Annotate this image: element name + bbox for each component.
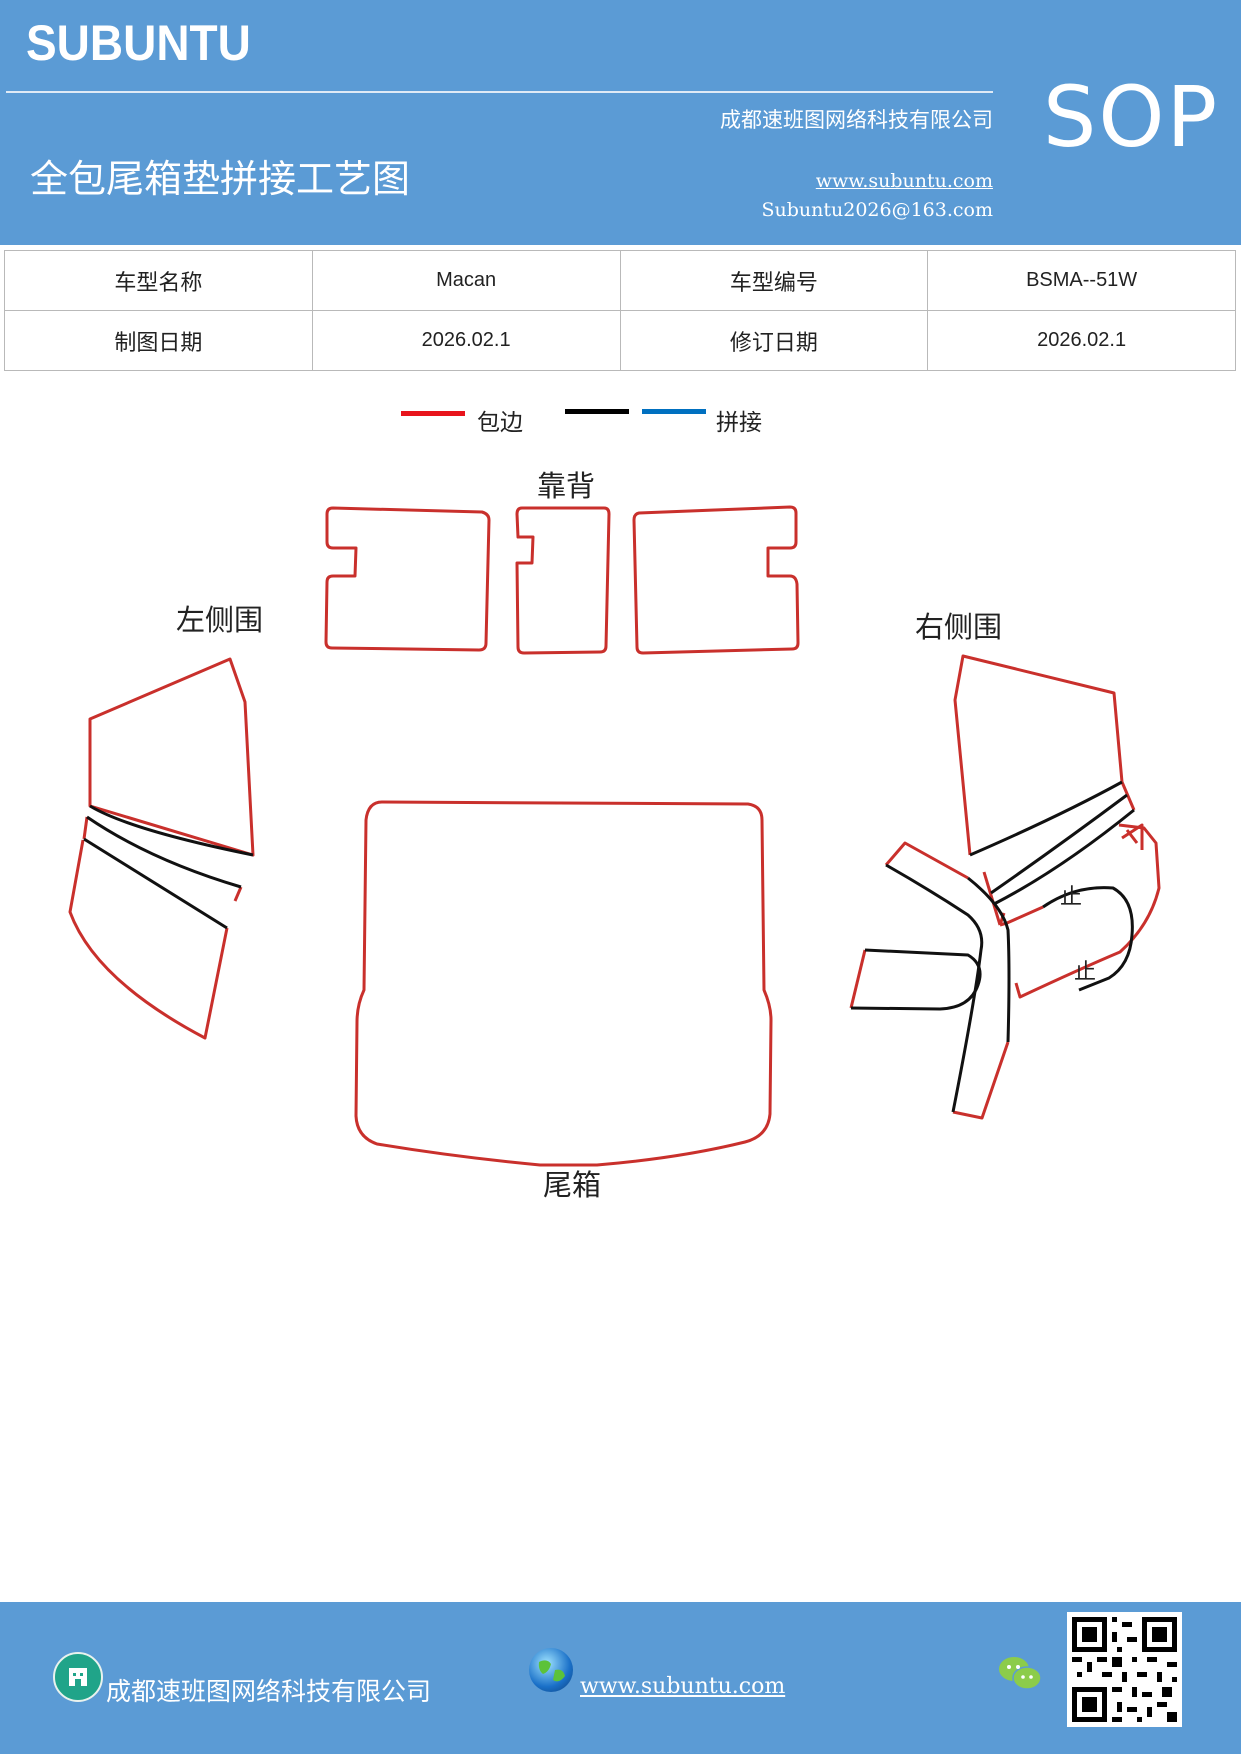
legend-swatch-blue xyxy=(642,409,706,414)
footer-company-name: 成都速班图网络科技有限公司 xyxy=(106,1677,432,1706)
legend-label-edge: 包边 xyxy=(477,410,523,436)
label-stop-1: 止 xyxy=(1060,885,1082,910)
trunk-floor-panel xyxy=(354,800,773,1167)
label-backrest: 靠背 xyxy=(537,469,595,503)
document-title: 全包尾箱垫拼接工艺图 xyxy=(30,157,411,201)
model-name-value: Macan xyxy=(311,250,621,311)
email-address: Subuntu2026@163.com xyxy=(761,199,993,221)
building-icon xyxy=(53,1652,103,1702)
right-side-corner-panel xyxy=(1014,823,1161,999)
label-left-side: 左侧围 xyxy=(176,603,263,637)
vehicle-info-table: 车型名称 Macan 车型编号 BSMA--51W 制图日期 2026.02.1… xyxy=(4,250,1236,371)
right-side-upper-panel xyxy=(953,654,1124,856)
backrest-middle-panel xyxy=(515,506,611,655)
legend-swatch-black xyxy=(565,409,629,414)
label-trunk: 尾箱 xyxy=(543,1168,601,1202)
left-side-lower-panel xyxy=(68,839,229,1040)
draw-date-label: 制图日期 xyxy=(4,310,313,371)
globe-icon xyxy=(529,1648,573,1692)
revise-date-label: 修订日期 xyxy=(619,310,929,371)
left-side-upper-panel xyxy=(88,657,255,857)
header-divider xyxy=(6,91,993,93)
label-stop-2: 止 xyxy=(1074,960,1096,985)
company-name: 成都速班图网络科技有限公司 xyxy=(720,108,993,132)
page-footer: 成都速班图网络科技有限公司 www.subuntu.com xyxy=(0,1602,1241,1754)
backrest-left-panel xyxy=(324,506,491,652)
table-row: 车型名称 Macan 车型编号 BSMA--51W xyxy=(4,250,1236,311)
page-header: SUBUNTU 成都速班图网络科技有限公司 全包尾箱垫拼接工艺图 www.sub… xyxy=(0,0,1241,245)
model-name-label: 车型名称 xyxy=(4,250,313,311)
table-row: 制图日期 2026.02.1 修订日期 2026.02.1 xyxy=(4,310,1236,371)
mat-diagram: 靠背 左侧围 右侧围 尾箱 止 止 xyxy=(68,469,1161,1202)
legend-label-splice: 拼接 xyxy=(716,410,762,436)
label-right-side: 右侧围 xyxy=(915,610,1002,644)
draw-date-value: 2026.02.1 xyxy=(311,310,621,371)
website-link[interactable]: www.subuntu.com xyxy=(815,170,993,192)
brand-logo: SUBUNTU xyxy=(26,15,251,71)
qr-code xyxy=(1067,1612,1182,1727)
legend-swatch-red xyxy=(401,411,465,416)
backrest-right-panel xyxy=(632,505,800,655)
footer-website-link[interactable]: www.subuntu.com xyxy=(580,1674,786,1699)
sop-badge: SOP xyxy=(1043,68,1220,166)
wechat-icon[interactable] xyxy=(997,1654,1043,1694)
model-code-label: 车型编号 xyxy=(619,250,929,311)
revise-date-value: 2026.02.1 xyxy=(927,310,1236,371)
model-code-value: BSMA--51W xyxy=(927,250,1236,311)
